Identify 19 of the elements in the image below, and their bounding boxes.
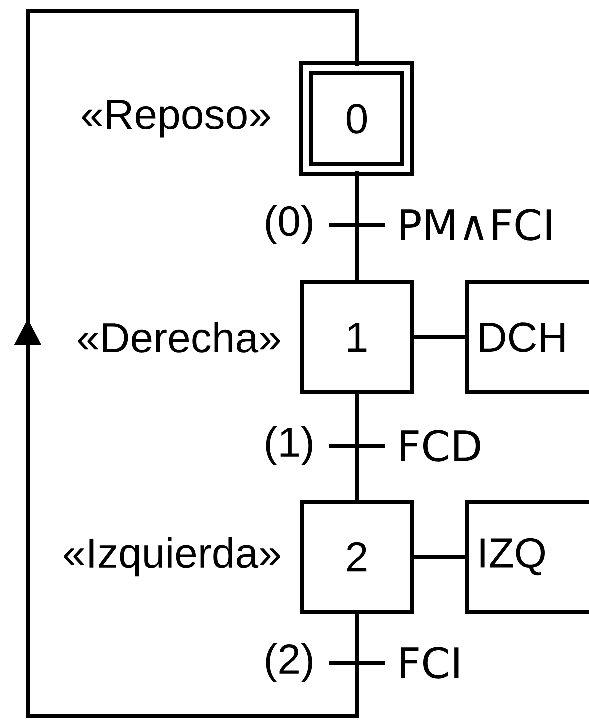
transition-number: (0) [266,205,312,245]
transition-number: (1) [266,426,312,466]
step-name: «Derecha» [78,322,280,353]
edge-label: FCI [401,647,459,679]
transition-number: (2) [266,643,312,683]
link-line [355,172,359,280]
action-box: IZQ [465,500,589,614]
edge-label: FCD [401,430,480,462]
step-name: «Izquierda» [64,537,280,577]
link-line [355,394,359,500]
initial-step-box: 0 [300,62,414,176]
step-box: 1 [300,280,414,394]
step-box: 2 [300,500,414,614]
link-line [414,555,465,559]
return-arrow [14,9,359,718]
edge-label: PM∧FCI [401,209,552,241]
step-name: «Reposo» [82,100,270,138]
action-box: DCH [465,280,589,394]
link-line [414,336,465,340]
